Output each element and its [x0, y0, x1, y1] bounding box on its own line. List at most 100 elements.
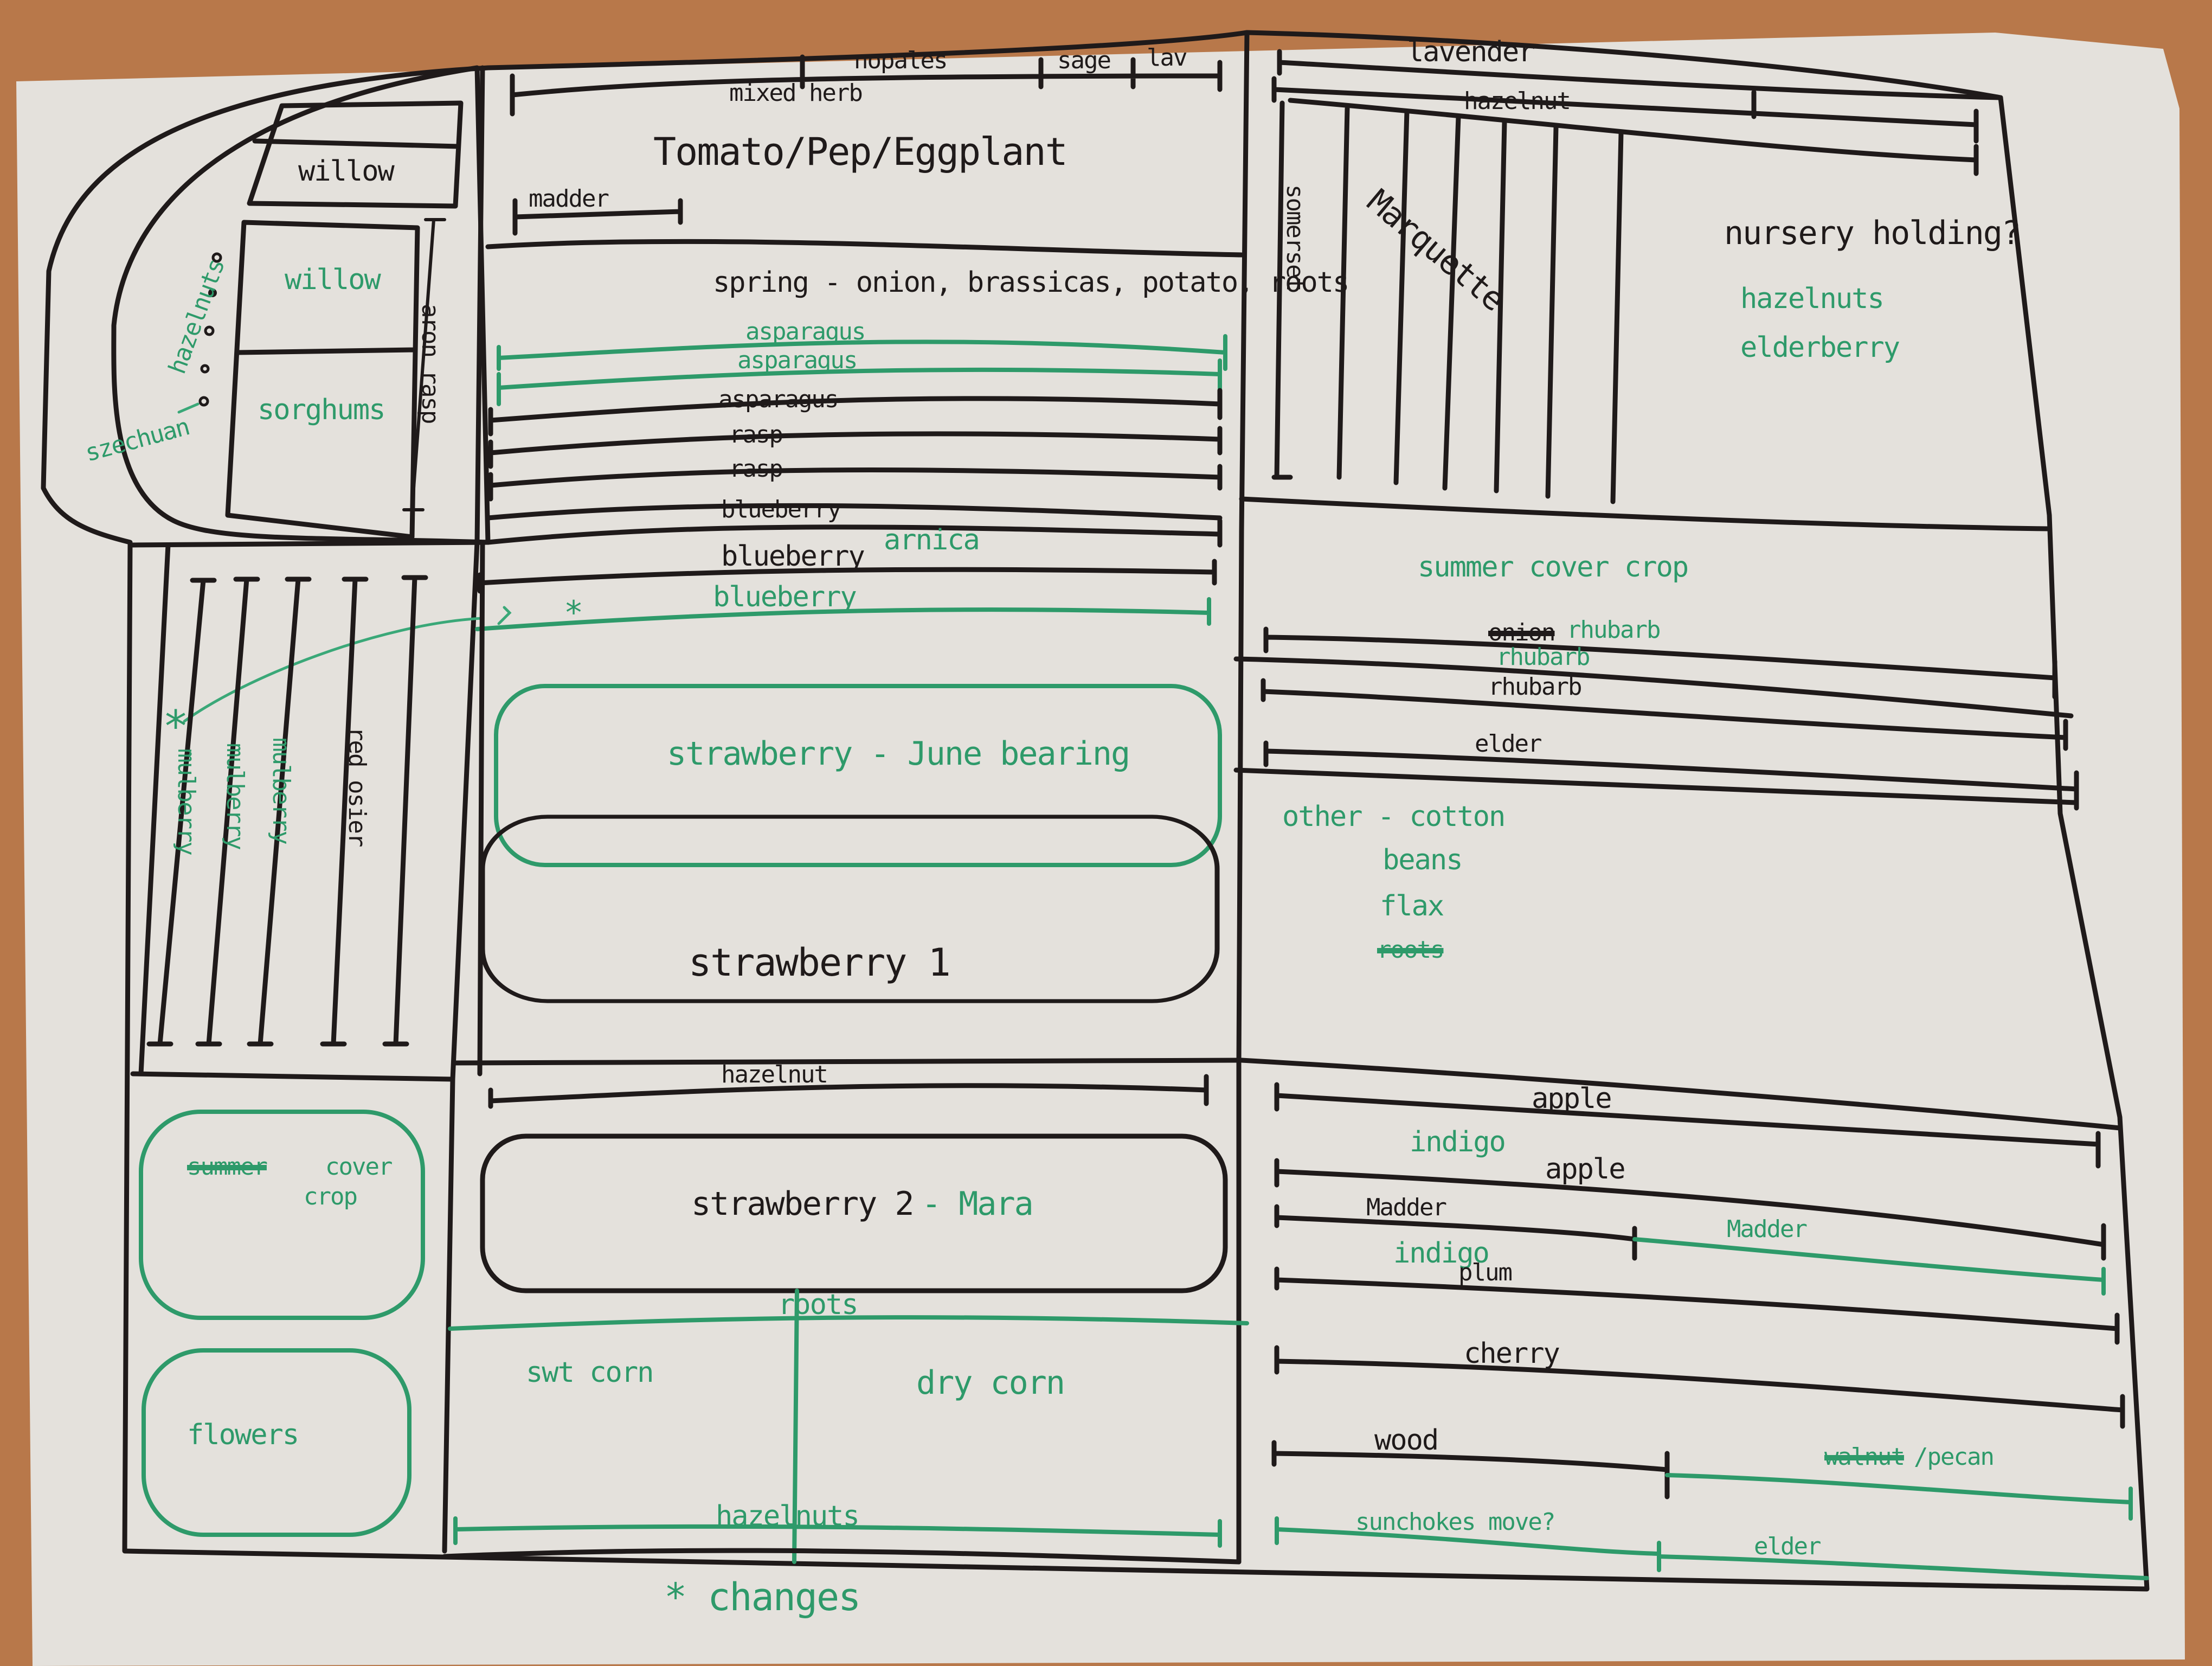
- apple-row-1: [1274, 1082, 2101, 1169]
- label-nursery-elderberry: elderberry: [1740, 331, 1900, 364]
- center-band-divider-1: [485, 239, 1244, 258]
- hazelnut-trees: [177, 252, 222, 414]
- label-struck-row: onion: [1488, 619, 1555, 646]
- label-nursery-hazelnuts: hazelnuts: [1740, 283, 1885, 315]
- corn-divider: [792, 1289, 799, 1564]
- rhubarb-row-2: [1233, 656, 2074, 719]
- left-grid-rows: [138, 540, 485, 1077]
- label-willow-top: willow: [298, 155, 395, 188]
- label-flax: flax: [1380, 890, 1444, 922]
- tree-circle: [211, 252, 222, 263]
- center-left-divider: [442, 65, 485, 1554]
- willow-bed-top: [247, 100, 464, 209]
- label-rasp-2: rasp: [729, 455, 783, 483]
- label-somerset: somerset: [1281, 184, 1309, 291]
- cover-crop-bed: [139, 1110, 425, 1320]
- label-hazelnut-center: hazelnut: [721, 1061, 828, 1088]
- rasp-row-2: [488, 464, 1223, 502]
- label-cover: cover: [325, 1153, 393, 1181]
- change-star-icon: *: [163, 701, 189, 752]
- center-right-divider: [1236, 30, 1250, 1565]
- tree-circle: [208, 289, 217, 297]
- paper-shape: [16, 33, 2185, 1666]
- label-rhubarb-g1: rhubarb: [1567, 616, 1661, 644]
- asparagus-row: [488, 388, 1223, 437]
- hazelnut-row-line-right-2: [1288, 98, 1979, 176]
- asparagus-row-green-1: [497, 334, 1227, 371]
- center-band-divider-2: [453, 1058, 1244, 1066]
- label-mulberry-2: mulberry: [221, 743, 249, 849]
- blueberry-row-green: [475, 597, 1211, 631]
- label-rhubarb-k: rhubarb: [1488, 673, 1582, 701]
- label-mulberry-3: mulberry: [267, 738, 295, 844]
- label-summer-struck: summer: [187, 1153, 268, 1181]
- willow-sorghum-bed: [225, 220, 420, 540]
- cherry-row: [1274, 1345, 2125, 1429]
- hazelnut-row-line-right: [1271, 76, 1979, 144]
- label-asparagus-g1: asparagus: [745, 318, 866, 345]
- rhubarb-row-3: [1261, 678, 2068, 751]
- grape-rows: [1271, 100, 1624, 504]
- label-rasp-1: rasp: [729, 421, 783, 448]
- label-pecan: /pecan: [1914, 1443, 1995, 1471]
- label-strawberry-1: strawberry 1: [689, 940, 951, 985]
- label-sunchokes: sunchokes move?: [1355, 1508, 1555, 1536]
- label-rhubarb-g2: rhubarb: [1496, 643, 1590, 671]
- label-asparagus-k: asparagus: [718, 386, 839, 413]
- asparagus-row-green-2: [497, 358, 1222, 406]
- label-indigo-2: indigo: [1393, 1237, 1490, 1270]
- label-red-osier: red osier: [343, 727, 371, 847]
- label-sorghums: sorghums: [258, 394, 385, 426]
- szechuan-pointer: [177, 402, 200, 414]
- plum-row: [1274, 1266, 2120, 1345]
- change-star-icon-row: *: [564, 594, 583, 632]
- left-band-divider-2: [130, 1071, 455, 1082]
- label-blueberry-green: blueberry: [713, 581, 857, 613]
- left-grid-border: [138, 540, 485, 1077]
- label-pecan-struck: walnut: [1824, 1443, 1905, 1471]
- label-cherry: cherry: [1464, 1337, 1560, 1370]
- label-strawberry-mara: - Mara: [922, 1185, 1034, 1223]
- label-tomato-pep-eggplant: Tomato/Pep/Eggplant: [653, 130, 1068, 174]
- label-sweet-corn: swt corn: [526, 1356, 654, 1389]
- rasp-row-1: [488, 426, 1223, 469]
- right-band-divider-3: [1239, 1058, 2123, 1131]
- label-beans: beans: [1382, 844, 1463, 876]
- blueberry-row-1: [485, 503, 1223, 521]
- label-strawberry-june: strawberry - June bearing: [667, 735, 1130, 773]
- label-spring-crops: spring - onion, brassicas, potato, roots: [713, 266, 1349, 299]
- label-mulberry-1: mulberry: [172, 748, 200, 855]
- label-flowers: flowers: [187, 1419, 299, 1451]
- label-dry-corn: dry corn: [916, 1364, 1065, 1402]
- label-blueberry-1: blueberry: [721, 496, 841, 523]
- rhubarb-row-1: [1263, 626, 2057, 700]
- hazelnuts-row-green: [453, 1516, 1222, 1548]
- label-summer-cover-crop: summer cover crop: [1418, 551, 1689, 584]
- label-aronia-rasp: aron rasp: [416, 304, 444, 424]
- left-band-divider: [130, 540, 491, 548]
- move-pointer-line: [183, 617, 484, 723]
- label-other-cotton: other - cotton: [1282, 800, 1506, 833]
- label-madder-black: Madder: [1366, 1194, 1447, 1221]
- label-elder-right: elder: [1475, 730, 1542, 758]
- label-mixed-herb: mixed herb: [729, 79, 863, 107]
- label-asparagus-g2: asparagus: [737, 347, 858, 374]
- apple-row-2: [1274, 1158, 2106, 1261]
- oval-section: [111, 65, 491, 545]
- strawberry-june-bed: [494, 684, 1222, 867]
- center-bottom-border: [442, 1548, 1242, 1565]
- strawberry-1-bed: [480, 815, 1220, 1003]
- tree-circle: [204, 325, 215, 336]
- flowers-bed: [142, 1348, 411, 1537]
- move-arrow-icon: [497, 606, 512, 625]
- label-arnica: arnica: [884, 524, 980, 556]
- label-lav: lav: [1147, 44, 1187, 72]
- roots-divider: [448, 1315, 1249, 1331]
- madder-row-black: [1274, 1204, 1637, 1261]
- label-willow-green: willow: [285, 264, 381, 296]
- blueberry-row-2: [485, 518, 1223, 548]
- label-indigo-1: indigo: [1410, 1126, 1506, 1158]
- label-plum: plum: [1458, 1259, 1513, 1286]
